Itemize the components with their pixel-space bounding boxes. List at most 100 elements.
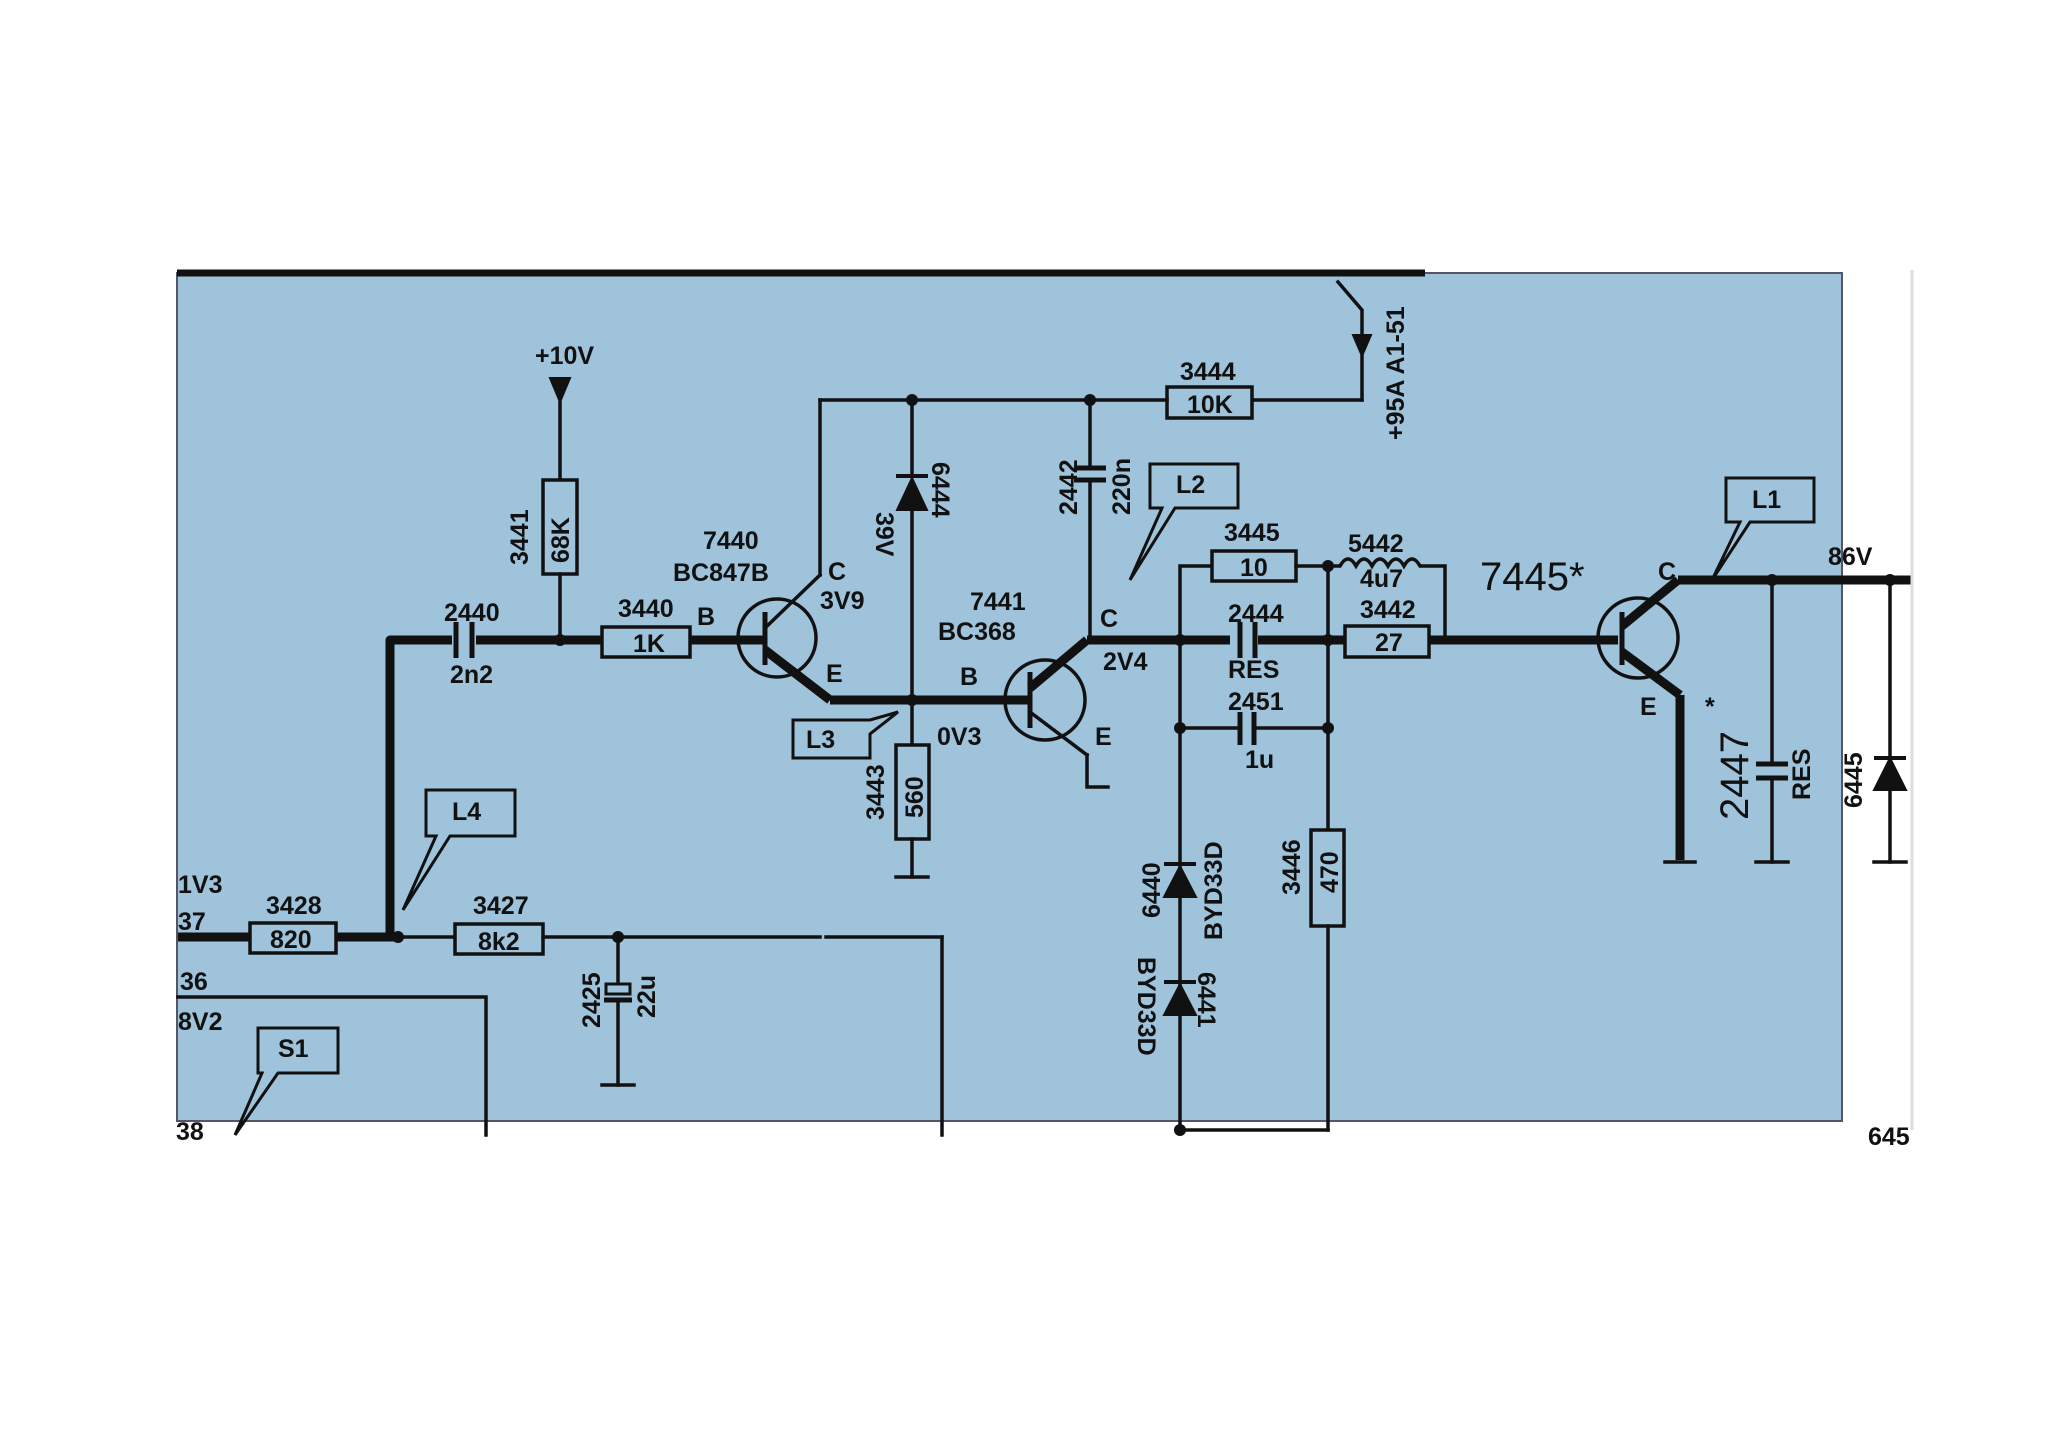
ref-3446: 3446	[1278, 839, 1306, 895]
plus95a-feed: +95A A1-51	[1250, 279, 1410, 440]
ref-3445: 3445	[1224, 519, 1280, 547]
resistor-3441: 3441 68K	[506, 478, 579, 576]
ref-3442: 3442	[1360, 596, 1416, 624]
pin-e-7440: E	[826, 660, 843, 688]
ref-2447: 2447	[1713, 731, 1757, 820]
tag-l4: L4	[401, 788, 517, 911]
value-3441: 68K	[547, 517, 575, 563]
label-8v2: 8V2	[178, 1008, 222, 1036]
ref-6441: 6441	[1192, 972, 1220, 1028]
ref-2442: 2442	[1055, 459, 1083, 515]
ref-3440: 3440	[618, 595, 674, 623]
pin-c-7445: C	[1658, 558, 1676, 586]
capacitor-2442: 2442 220n	[1055, 398, 1136, 642]
value-5442: 4u7	[1360, 565, 1403, 593]
pin-e-7441: E	[1095, 723, 1112, 751]
tag-l2: L2	[1128, 462, 1240, 581]
resistor-3443: 3443 560 0V3	[862, 698, 981, 879]
label-l4: L4	[452, 798, 481, 826]
wire	[176, 995, 488, 1137]
type-7441: BC368	[938, 618, 1016, 646]
resistor-3440: 3440 1K	[600, 595, 692, 659]
tag-l1: L1	[1710, 476, 1816, 581]
capacitor-2451: 2451 1u	[1174, 638, 1334, 1132]
capacitor-2425: 2425 22u	[578, 935, 661, 1087]
ref-2451: 2451	[1228, 688, 1284, 716]
ref-3428: 3428	[266, 892, 322, 920]
rail-plus10v: +10V	[535, 342, 594, 482]
capacitor-2447: 2447 RES	[1713, 578, 1816, 864]
type-7440: BC847B	[673, 559, 769, 587]
pin-c-7441: C	[1100, 605, 1118, 633]
label-l2: L2	[1176, 471, 1205, 499]
capacitor-2440: 2440 2n2	[444, 599, 500, 689]
pin-c-7440: C	[828, 558, 846, 586]
pin-b-7440: B	[697, 603, 715, 631]
value-6441: BYD33D	[1132, 957, 1160, 1056]
value-2440: 2n2	[450, 661, 493, 689]
label-l1: L1	[1752, 486, 1781, 514]
star-7445: *	[1705, 693, 1715, 721]
label-86v: 86V	[1828, 543, 1873, 571]
ref-6444: 6444	[926, 462, 954, 518]
pin-e-7445: E	[1640, 693, 1657, 721]
value-2447: RES	[1788, 749, 1816, 800]
volt-c-7441: 2V4	[1103, 648, 1148, 676]
pin-b-7441: B	[960, 663, 978, 691]
ref-2440: 2440	[444, 599, 500, 627]
label-right-cut: 645	[1868, 1123, 1910, 1151]
value-3445: 10	[1240, 554, 1268, 582]
ref-6445: 6445	[1840, 752, 1868, 808]
value-3443: 560	[901, 776, 929, 818]
ref-7441: 7441	[970, 588, 1026, 616]
label-l3: L3	[806, 726, 835, 754]
ref-2425: 2425	[578, 972, 606, 1028]
junction	[1174, 1124, 1186, 1136]
value-2444: RES	[1228, 656, 1279, 684]
label-38: 38	[176, 1118, 204, 1146]
ref-7445: 7445*	[1480, 555, 1585, 599]
resistor-3442: 3442 27	[1343, 596, 1431, 659]
resistor-3428: 3428 820	[248, 892, 338, 955]
value-6440: BYD33D	[1200, 841, 1228, 940]
label-37: 37	[178, 908, 206, 936]
value-3427: 8k2	[478, 928, 520, 956]
label-plus10v: +10V	[535, 342, 594, 370]
value-3440: 1K	[633, 630, 665, 658]
junction	[554, 634, 566, 646]
value-3428: 820	[270, 926, 312, 954]
resistor-3445: 3445 10	[1178, 519, 1330, 642]
ref-6440: 6440	[1138, 862, 1166, 918]
resistor-3444: 3444 10K	[1165, 358, 1254, 420]
label-s1: S1	[278, 1035, 309, 1063]
tag-l3: L3	[791, 710, 899, 760]
value-3444: 10K	[1187, 391, 1233, 419]
tag-s1: S1	[233, 1026, 340, 1136]
transistor-7445: 7445* C E *	[1480, 555, 1912, 864]
value-2425: 22u	[633, 975, 661, 1018]
capacitor-2444: 2444 RES	[1228, 600, 1284, 684]
resistor-3427: 3427 8k2	[453, 892, 545, 956]
resistor-3446: 3446 470	[1278, 828, 1346, 1132]
value-3442: 27	[1375, 629, 1403, 657]
value-2442: 220n	[1108, 458, 1136, 515]
value-6444: 39V	[870, 512, 898, 557]
label-36: 36	[180, 968, 208, 996]
diode-6445: 6445	[1840, 578, 1908, 864]
volt-b-7441: 0V3	[937, 723, 981, 751]
diode-6440: 6440 BYD33D	[1138, 841, 1228, 940]
volt-c-7440: 3V9	[820, 587, 864, 615]
ref-2444: 2444	[1228, 600, 1284, 628]
ref-3427: 3427	[473, 892, 529, 920]
value-2451: 1u	[1245, 746, 1274, 774]
transistor-7441: 7441 BC368 B C 2V4 E	[938, 588, 1148, 789]
ref-7440: 7440	[703, 527, 759, 555]
left-edge-labels: 1V3 37 36 8V2 38	[176, 871, 222, 1146]
signal-path-left	[385, 635, 452, 937]
label-plus95a: +95A A1-51	[1382, 306, 1410, 440]
ref-3443: 3443	[862, 764, 890, 820]
inductor-5442: 5442 4u7	[1326, 530, 1447, 642]
label-1v3: 1V3	[178, 871, 222, 899]
zener-6444: 39V 6444	[870, 398, 954, 702]
